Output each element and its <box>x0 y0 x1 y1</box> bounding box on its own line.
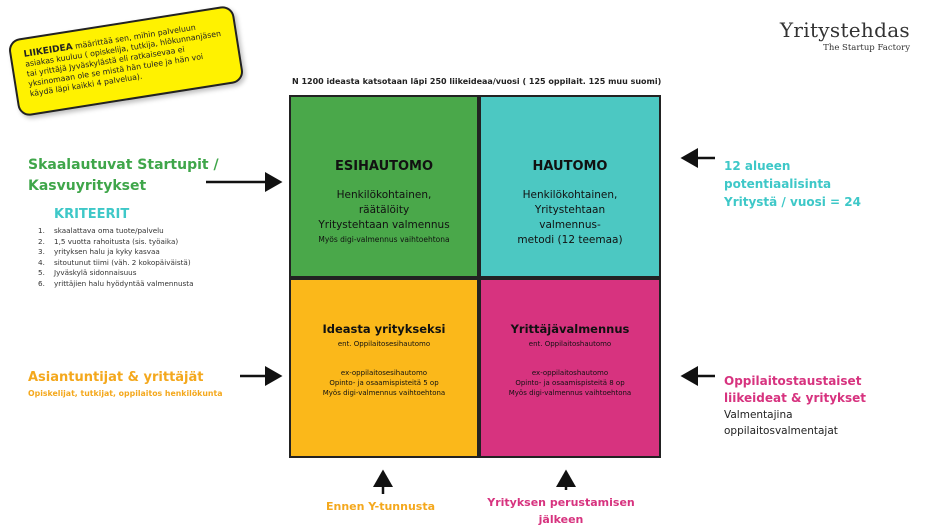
quadrant-body: Henkilökohtainen, räätälöity Yritystehta… <box>291 188 477 233</box>
potential-companies-text: 12 alueen potentiaalisinta Yritystä / vu… <box>724 157 861 211</box>
quadrant-body: ex-oppilaitoshautomo Opinto- ja osaamisp… <box>481 368 659 398</box>
quadrant-line: Henkilökohtainen, <box>336 189 432 201</box>
quadrant-line: valmennus- <box>539 219 601 231</box>
institution-coaches-text: Valmentajina oppilaitosvalmentajat <box>724 407 838 439</box>
quadrant-line: räätälöity <box>358 204 410 216</box>
criteria-number: 1. <box>38 226 45 235</box>
institution-heading-line: liikeideat & yritykset <box>724 391 867 405</box>
quadrant-line: Henkilökohtainen, <box>522 189 618 201</box>
experts-heading: Asiantuntijat & yrittäjät <box>28 370 204 385</box>
startup-heading-line: Kasvuyritykset <box>28 178 147 194</box>
coaches-line: oppilaitosvalmentajat <box>724 425 838 437</box>
quadrant-line: Myös digi-valmennus vaihtoehtona <box>508 389 632 397</box>
startup-heading-line: Skaalautuvat Startupit / <box>28 157 219 173</box>
quadrant-note: Myös digi-valmennus vaihtoehtona <box>318 235 450 244</box>
criteria-item: 4. sitoutunut tiimi (väh. 2 kokopäiväistä… <box>38 258 194 269</box>
quadrant-subtitle: ent. Oppilaitoshautomo <box>528 340 612 348</box>
criteria-item: 3. yrityksen halu ja kyky kasvaa <box>38 247 194 258</box>
brand-title: Yritystehdas <box>779 18 910 42</box>
criteria-text: Jyväskylä sidonnaisuus <box>54 268 137 277</box>
quadrant-subtitle: ent. Oppilaitosesihautomo <box>337 340 431 348</box>
quadrant-esihautomo: ESIHAUTOMO Henkilökohtainen, räätälöity … <box>289 95 479 278</box>
institution-heading-line: Oppilaitostaustaiset <box>724 374 862 388</box>
institution-ideas-heading: Oppilaitostaustaiset liikeideat & yrityk… <box>724 373 866 407</box>
criteria-text: yrityksen halu ja kyky kasvaa <box>54 247 160 256</box>
criteria-number: 6. <box>38 278 45 288</box>
before-business-id-label: Ennen Y-tunnusta <box>326 500 436 513</box>
quadrant-line: Yritystehtaan valmennus <box>318 219 450 231</box>
criteria-text: 1,5 vuotta rahoitusta (sis. työaika) <box>54 236 179 246</box>
after-founding-line: Yrityksen perustamisen <box>487 496 635 509</box>
after-founding-label: Yrityksen perustamisen jälkeen <box>486 494 636 528</box>
criteria-item: 2. 1,5 vuotta rahoitusta (sis. työaika) <box>38 237 194 248</box>
quadrant-title: HAUTOMO <box>532 159 608 174</box>
experts-subheading: Opiskelijat, tutkijat, oppilaitos henkil… <box>28 389 223 398</box>
quadrant-line: Opinto- ja osaamispisteitä 8 op <box>515 379 625 387</box>
startup-heading: Skaalautuvat Startupit / Kasvuyritykset <box>28 155 219 197</box>
criteria-text: yrittäjien halu hyödyntää valmennusta <box>54 278 194 288</box>
quadrant-hautomo: HAUTOMO Henkilökohtainen, Yritystehtaan … <box>479 95 661 278</box>
coaches-line: Valmentajina <box>724 409 793 421</box>
criteria-number: 5. <box>38 268 45 277</box>
quadrant-line: metodi (12 teemaa) <box>517 234 623 246</box>
quadrant-line: ex-oppilaitoshautomo <box>531 369 609 377</box>
criteria-text: skaalattava oma tuote/palvelu <box>54 226 164 235</box>
criteria-text: sitoutunut tiimi (väh. 2 kokopäiväistä) <box>54 257 191 267</box>
quadrant-body: Henkilökohtainen, Yritystehtaan valmennu… <box>481 188 659 248</box>
criteria-list: 1. skaalattava oma tuote/palvelu 2. 1,5 vu… <box>38 226 194 289</box>
criteria-title: KRITEERIT <box>54 207 130 222</box>
potential-line: potentiaalisinta <box>724 177 832 191</box>
header-stats: N 1200 ideasta katsotaan läpi 250 liikei… <box>292 77 662 86</box>
quadrant-line: Opinto- ja osaamispisteitä 5 op <box>329 379 439 387</box>
brand-subtitle: The Startup Factory <box>823 43 910 53</box>
criteria-number: 3. <box>38 247 45 256</box>
quadrant-ideasta-yritykseksi: Ideasta yritykseksi ent. Oppilaitosesiha… <box>289 278 479 458</box>
criteria-number: 4. <box>38 257 45 267</box>
quadrant-body: ex-oppilaitosesihautomo Opinto- ja osaam… <box>291 368 477 398</box>
quadrant-title: ESIHAUTOMO <box>334 159 434 174</box>
potential-line: 12 alueen <box>724 159 791 173</box>
quadrant-line: Myös digi-valmennus vaihtoehtona <box>322 389 446 397</box>
quadrant-line: Yritystehtaan <box>534 204 606 216</box>
criteria-item: 6. yrittäjien halu hyödyntää valmennusta <box>38 279 194 290</box>
criteria-item: 5. Jyväskylä sidonnaisuus <box>38 268 194 279</box>
quadrant-title: Yrittäjävalmennus <box>510 322 630 336</box>
criteria-number: 2. <box>38 236 45 246</box>
quadrant-title: Ideasta yritykseksi <box>322 322 446 336</box>
quadrant-yrittajavalmennus: Yrittäjävalmennus ent. Oppilaitoshautomo… <box>479 278 661 458</box>
quadrant-line: ex-oppilaitosesihautomo <box>340 369 428 377</box>
criteria-item: 1. skaalattava oma tuote/palvelu <box>38 226 194 237</box>
after-founding-line: jälkeen <box>538 513 584 526</box>
potential-line: Yritystä / vuosi = 24 <box>724 195 861 209</box>
